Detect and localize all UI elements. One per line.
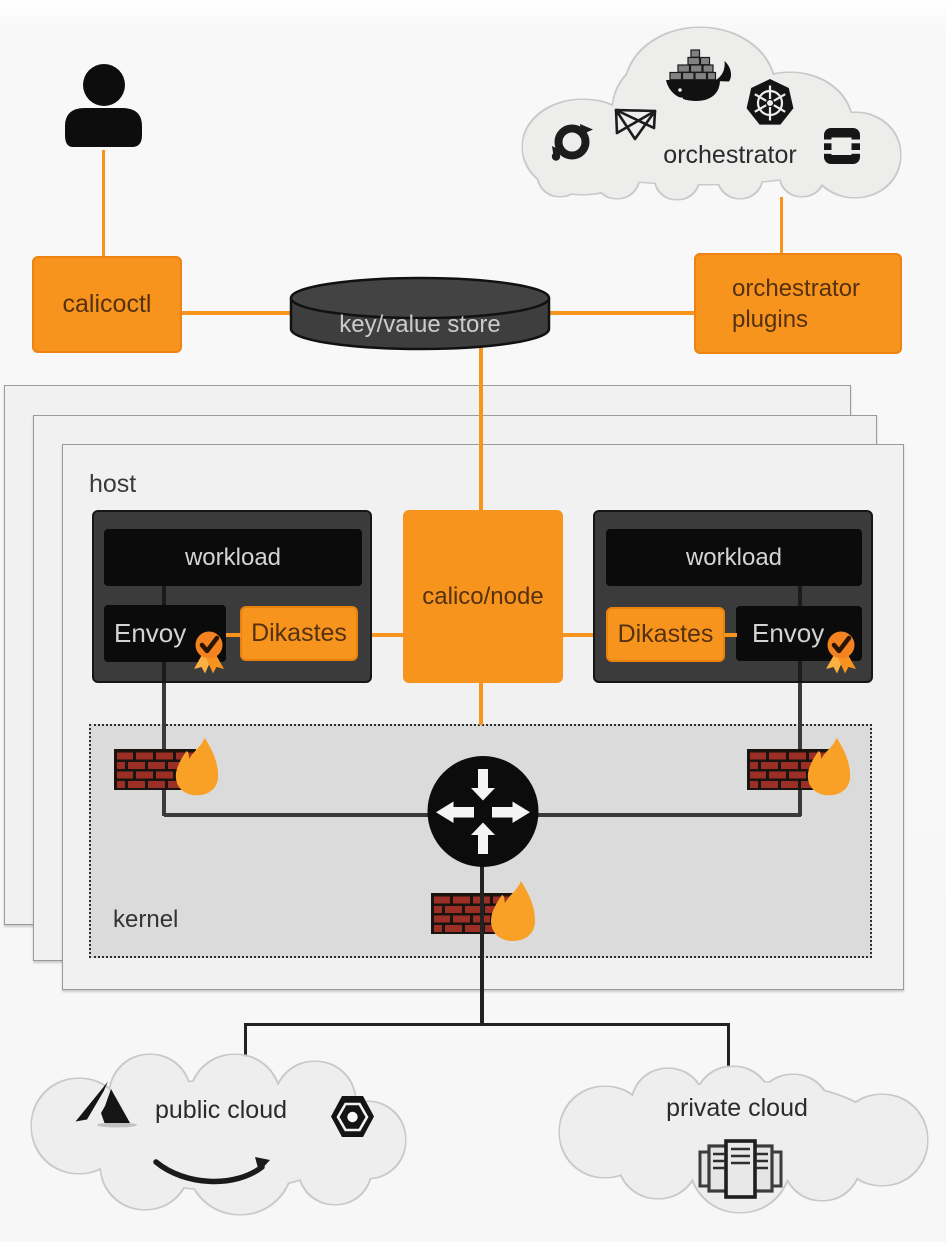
svg-text:private cloud: private cloud [666, 1094, 808, 1122]
svg-text:public cloud: public cloud [155, 1096, 287, 1124]
svg-text:key/value store: key/value store [339, 311, 500, 338]
svg-text:orchestrator: orchestrator [663, 141, 796, 169]
